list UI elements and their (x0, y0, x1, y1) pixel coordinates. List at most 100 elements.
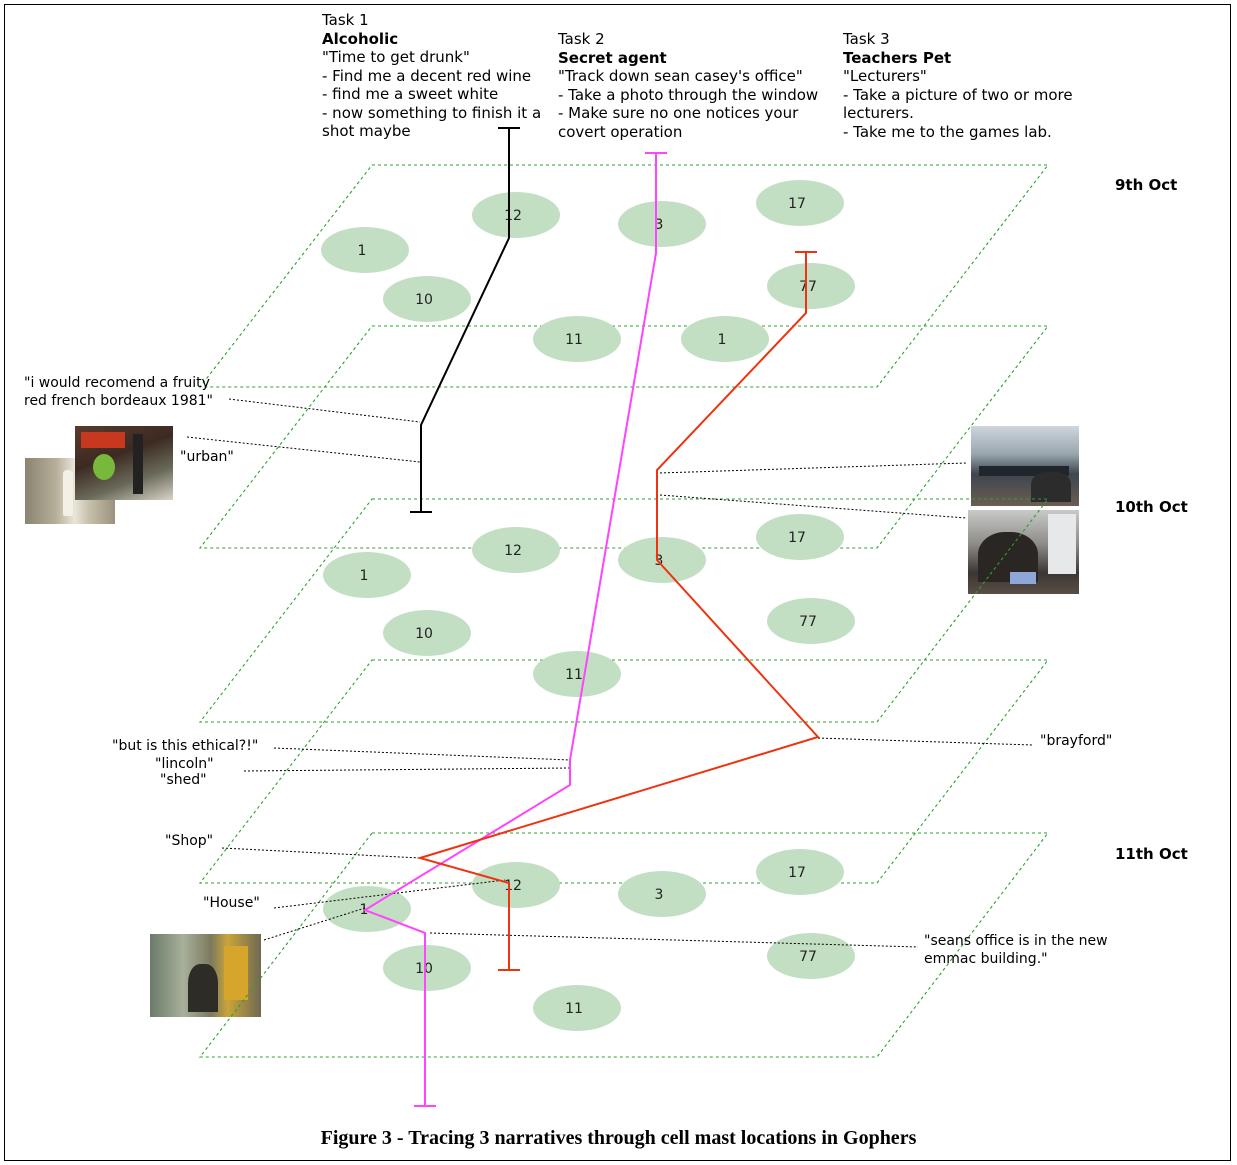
cell-mast (323, 552, 411, 598)
task-2-line: - Take a photo through the window (558, 85, 819, 104)
cell-mast (756, 849, 844, 895)
cell-mast (383, 610, 471, 656)
cell-mast (383, 276, 471, 322)
annotation-fruity: red french bordeaux 1981" (24, 393, 213, 409)
task-3-label: Task 3 (843, 30, 890, 48)
cell-mast (756, 180, 844, 226)
cell-mast-label: 10 (415, 626, 433, 642)
cell-mast (533, 651, 621, 697)
task-2-name: Secret agent (558, 48, 667, 67)
task-2-path (362, 153, 657, 1106)
task-3-line: lecturers. (843, 104, 914, 122)
figure-caption: Figure 3 - Tracing 3 narratives through … (320, 1127, 917, 1149)
date-label-10th: 10th Oct (1115, 498, 1188, 516)
leader-line (228, 398, 421, 423)
cell-mast-label: 11 (565, 667, 583, 683)
cell-mast (618, 871, 706, 917)
cell-mast (472, 527, 560, 573)
annotation-ethical: "but is this ethical?!" (112, 738, 258, 754)
cell-mast-label: 11 (565, 1001, 583, 1017)
date-plane (198, 164, 1050, 388)
date-plane (198, 659, 1050, 884)
annotation-house: "House" (203, 895, 260, 911)
cell-mast (472, 192, 560, 238)
cell-mast-label: 1 (358, 243, 367, 259)
cell-mast-label: 17 (788, 196, 806, 212)
photo-bottles-shelf (75, 426, 173, 500)
photo-computer-lab (971, 426, 1079, 506)
annotation-shed: "shed" (160, 772, 207, 788)
task-1-label: Task 1 (322, 11, 369, 29)
task-3-name: Teachers Pet (843, 48, 952, 67)
cell-mast-label: 3 (655, 887, 664, 903)
task-3-line: - Take a picture of two or more (843, 85, 1073, 104)
annotations: "i would recomend a fruity red french bor… (24, 375, 1112, 967)
task-3-path (416, 252, 820, 970)
cell-mast (618, 537, 706, 583)
figure-frame (4, 4, 1231, 1161)
task-3-header: Task 3 Teachers Pet "Lecturers" - Take a… (843, 30, 1073, 141)
cell-mast (767, 598, 855, 644)
leader-line (817, 737, 1033, 746)
annotation-leaders (186, 398, 1033, 948)
cell-mast-label: 12 (504, 208, 522, 224)
cell-mast (767, 933, 855, 979)
task-2-line: covert operation (558, 122, 683, 141)
leader-line (659, 494, 967, 519)
cell-mast-label: 77 (799, 949, 817, 965)
cell-mast-label: 77 (799, 279, 817, 295)
task-1-line: "Time to get drunk" (322, 48, 470, 66)
leader-line (429, 932, 919, 948)
cell-mast-label: 17 (788, 865, 806, 881)
leader-line (659, 462, 967, 474)
cell-mast (767, 263, 855, 309)
cell-mast (756, 514, 844, 560)
cell-mast (383, 945, 471, 991)
cell-mast-label: 12 (504, 543, 522, 559)
date-label-9th: 9th Oct (1115, 176, 1178, 194)
task-2-line: - Make sure no one notices your (558, 104, 799, 122)
task-1-line: shot maybe (322, 122, 411, 140)
date-planes (198, 164, 1050, 1058)
task-1-path (420, 128, 510, 512)
cell-mast-label: 17 (788, 530, 806, 546)
date-label-11th: 11th Oct (1115, 845, 1188, 863)
date-plane (198, 498, 1050, 723)
annotation-lincoln: "lincoln" (155, 756, 214, 772)
cell-mast-label: 11 (565, 332, 583, 348)
annotation-shop: "Shop" (165, 833, 213, 849)
photo-lecturers-group (968, 510, 1079, 594)
task-1-header: Task 1 Alcoholic "Time to get drunk" - F… (322, 11, 541, 141)
cell-mast-label: 3 (655, 217, 664, 233)
leader-line (221, 847, 421, 859)
date-plane (198, 325, 1050, 549)
cell-mast (472, 862, 560, 908)
task-1-name: Alcoholic (322, 29, 399, 48)
cell-mast-label: 77 (799, 614, 817, 630)
cell-mast-label: 1 (718, 332, 727, 348)
task-1-line: - now something to finish it a (322, 103, 542, 122)
cell-mast-label: 12 (504, 878, 522, 894)
cell-mast-label: 10 (415, 292, 433, 308)
annotation-seans: emmac building." (924, 951, 1048, 967)
task-2-header: Task 2 Secret agent "Track down sean cas… (558, 30, 818, 141)
annotation-seans: "seans office is in the new (924, 933, 1108, 949)
task-3-line: - Take me to the games lab. (843, 122, 1052, 141)
cell-mast-label: 1 (360, 568, 369, 584)
task-1-line: - Find me a decent red wine (322, 66, 532, 85)
annotation-fruity: "i would recomend a fruity (24, 375, 210, 391)
cell-mast (618, 201, 706, 247)
task-2-label: Task 2 (558, 30, 605, 48)
cell-mast (533, 316, 621, 362)
photo-house-interior (150, 934, 261, 1017)
leader-line (263, 907, 366, 941)
annotation-brayford: "brayford" (1040, 733, 1112, 749)
leader-line (273, 747, 571, 761)
task-1-line: - find me a sweet white (322, 85, 499, 103)
cell-mast (681, 316, 769, 362)
leader-line (186, 436, 421, 463)
task-2-line: "Track down sean casey's office" (558, 67, 803, 85)
date-plane (198, 832, 1050, 1058)
